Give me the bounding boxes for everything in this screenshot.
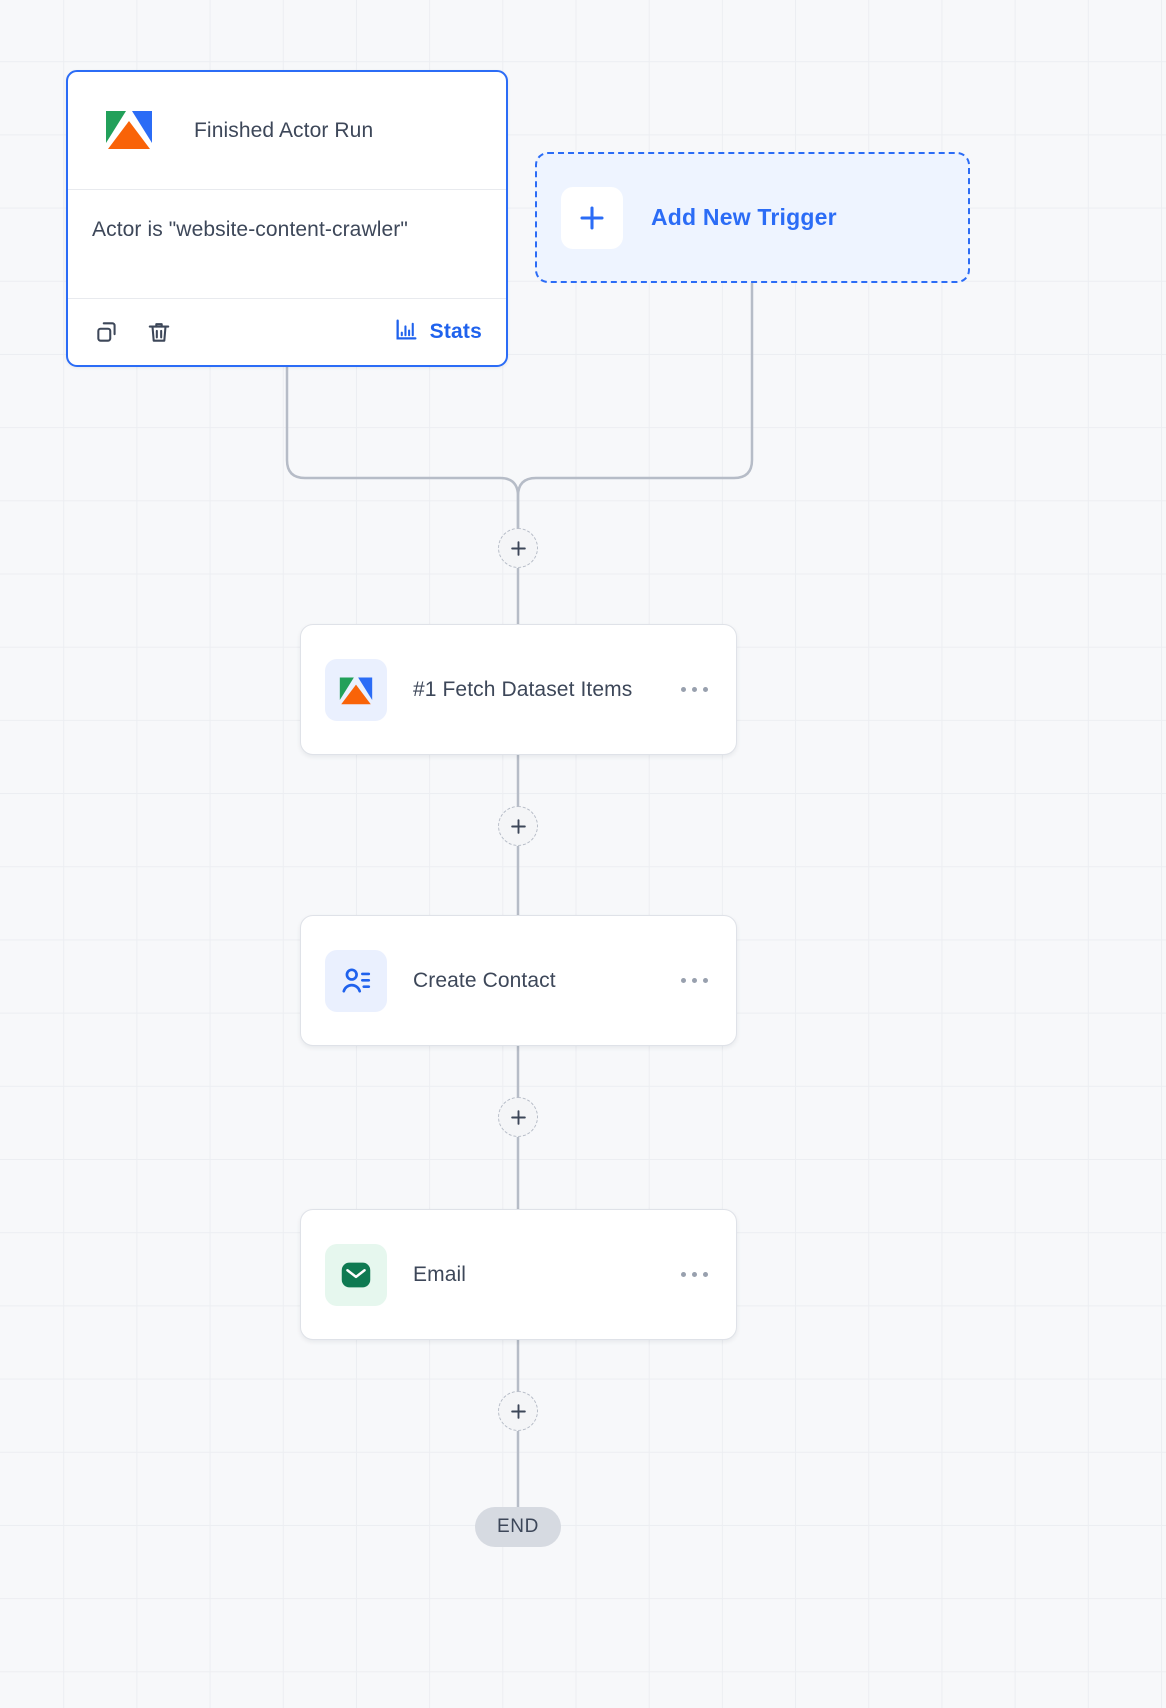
end-badge: END (475, 1507, 561, 1547)
more-options-icon[interactable] (677, 968, 712, 993)
trigger-footer: Stats (68, 299, 506, 365)
step-label: Email (413, 1262, 467, 1286)
envelope-icon (325, 1243, 387, 1306)
add-new-trigger-button[interactable]: Add New Trigger (535, 152, 970, 283)
trigger-title: Finished Actor Run (194, 118, 374, 142)
add-step-button-3[interactable] (498, 1097, 538, 1137)
trash-icon[interactable] (144, 317, 174, 347)
stats-button[interactable]: Stats (394, 317, 482, 348)
trigger-header: Finished Actor Run (68, 72, 506, 190)
plus-icon (561, 186, 623, 249)
add-step-button-2[interactable] (498, 806, 538, 846)
copy-icon[interactable] (92, 317, 122, 347)
step-node-fetch-dataset-items[interactable]: #1 Fetch Dataset Items (300, 624, 737, 755)
trigger-condition-row: Actor is "website-content-crawler" (68, 190, 506, 299)
step-label: #1 Fetch Dataset Items (413, 677, 633, 701)
apify-logo-icon (325, 658, 387, 721)
step-node-email[interactable]: Email (300, 1209, 737, 1340)
bar-chart-icon (394, 317, 419, 348)
trigger-card[interactable]: Finished Actor Run Actor is "website-con… (66, 70, 508, 367)
stats-label: Stats (429, 320, 482, 343)
apify-logo-icon (102, 105, 156, 156)
more-options-icon[interactable] (677, 677, 712, 702)
trigger-condition-text: Actor is "website-content-crawler" (92, 218, 408, 241)
end-label: END (497, 1516, 539, 1537)
add-new-trigger-label: Add New Trigger (651, 204, 837, 230)
add-step-button-1[interactable] (498, 528, 538, 568)
step-node-create-contact[interactable]: Create Contact (300, 915, 737, 1046)
add-step-button-4[interactable] (498, 1391, 538, 1431)
step-label: Create Contact (413, 968, 556, 992)
more-options-icon[interactable] (677, 1262, 712, 1287)
contact-person-icon (325, 949, 387, 1012)
